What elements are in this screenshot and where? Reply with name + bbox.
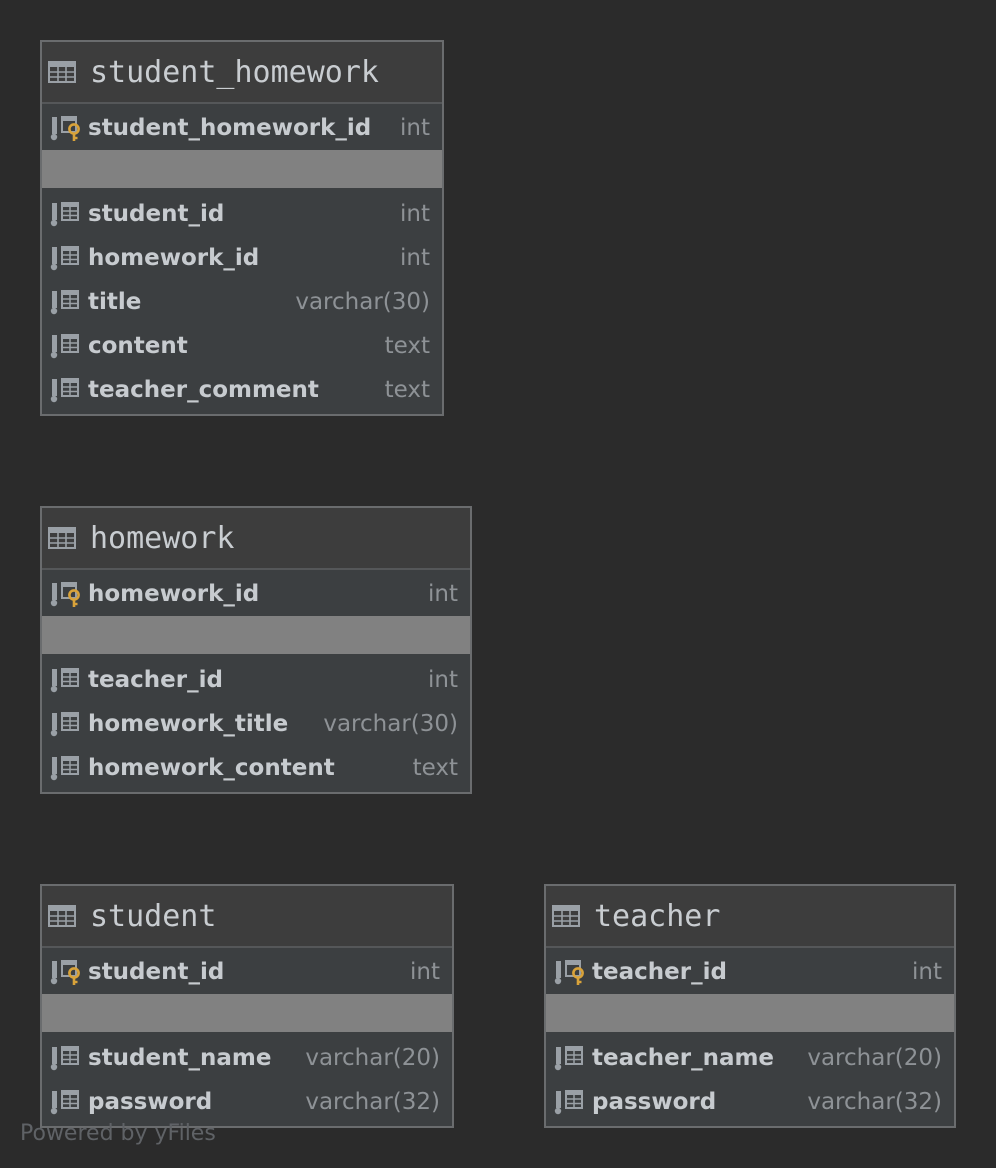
primary-key-row[interactable]: homework_id int [42, 572, 470, 616]
table-icon [48, 527, 76, 549]
column-icon [50, 710, 82, 738]
column-type: int [400, 115, 430, 141]
column-type: varchar(30) [323, 711, 458, 737]
column-name: title [88, 289, 142, 315]
column-name: homework_id [88, 245, 260, 271]
column-icon [50, 288, 82, 316]
column-type: int [400, 201, 430, 227]
primary-key-icon [50, 580, 82, 608]
key-separator [42, 616, 470, 654]
column-name: teacher_comment [88, 377, 319, 403]
primary-key-row[interactable]: student_id int [42, 950, 452, 994]
column-icon [554, 1044, 586, 1072]
table-icon [552, 905, 580, 927]
column-row[interactable]: password varchar(32) [546, 1080, 954, 1124]
column-name: teacher_id [592, 959, 727, 985]
key-separator [42, 994, 452, 1032]
column-row[interactable]: teacher_name varchar(20) [546, 1036, 954, 1080]
table-name: student_homework [90, 54, 379, 90]
column-row[interactable]: password varchar(32) [42, 1080, 452, 1124]
column-name: password [88, 1089, 213, 1115]
table-student[interactable]: student student_id int student_name varc… [40, 884, 454, 1128]
key-separator [546, 994, 954, 1032]
column-icon [50, 754, 82, 782]
column-type: text [384, 377, 430, 403]
column-type: varchar(20) [807, 1045, 942, 1071]
column-type: int [400, 245, 430, 271]
primary-key-icon [50, 958, 82, 986]
column-icon [554, 1088, 586, 1116]
column-name: homework_title [88, 711, 289, 737]
column-type: text [384, 333, 430, 359]
column-name: password [592, 1089, 717, 1115]
table-icon [48, 905, 76, 927]
table-homework[interactable]: homework homework_id int teacher_id int … [40, 506, 472, 794]
column-row[interactable]: homework_id int [42, 236, 442, 280]
column-row[interactable]: title varchar(30) [42, 280, 442, 324]
column-type: text [412, 755, 458, 781]
column-row[interactable]: student_id int [42, 192, 442, 236]
column-icon [50, 1088, 82, 1116]
powered-by-label: Powered by yFiles [20, 1121, 216, 1146]
column-type: varchar(20) [305, 1045, 440, 1071]
table-name: homework [90, 520, 235, 556]
column-row[interactable]: teacher_id int [42, 658, 470, 702]
table-name: student [90, 898, 217, 934]
primary-key-icon [50, 114, 82, 142]
column-type: int [428, 667, 458, 693]
column-icon [50, 332, 82, 360]
table-header[interactable]: teacher [546, 886, 954, 948]
primary-key-icon [554, 958, 586, 986]
column-row[interactable]: content text [42, 324, 442, 368]
column-type: int [428, 581, 458, 607]
column-name: homework_id [88, 581, 260, 607]
table-student-homework[interactable]: student_homework student_homework_id int… [40, 40, 444, 416]
table-name: teacher [594, 898, 721, 934]
table-icon [48, 61, 76, 83]
table-header[interactable]: homework [42, 508, 470, 570]
table-teacher[interactable]: teacher teacher_id int teacher_name varc… [544, 884, 956, 1128]
key-separator [42, 150, 442, 188]
column-type: int [410, 959, 440, 985]
column-name: homework_content [88, 755, 335, 781]
column-row[interactable]: homework_content text [42, 746, 470, 790]
column-name: student_id [88, 959, 225, 985]
primary-key-row[interactable]: teacher_id int [546, 950, 954, 994]
column-type: varchar(32) [807, 1089, 942, 1115]
column-icon [50, 666, 82, 694]
table-header[interactable]: student_homework [42, 42, 442, 104]
column-icon [50, 200, 82, 228]
column-name: content [88, 333, 188, 359]
column-icon [50, 376, 82, 404]
column-type: varchar(30) [295, 289, 430, 315]
column-row[interactable]: teacher_comment text [42, 368, 442, 412]
column-row[interactable]: student_name varchar(20) [42, 1036, 452, 1080]
column-row[interactable]: homework_title varchar(30) [42, 702, 470, 746]
column-icon [50, 244, 82, 272]
column-name: student_id [88, 201, 225, 227]
table-header[interactable]: student [42, 886, 452, 948]
primary-key-row[interactable]: student_homework_id int [42, 106, 442, 150]
column-icon [50, 1044, 82, 1072]
column-name: student_name [88, 1045, 272, 1071]
column-name: teacher_id [88, 667, 223, 693]
column-type: int [912, 959, 942, 985]
column-name: teacher_name [592, 1045, 775, 1071]
column-name: student_homework_id [88, 115, 372, 141]
column-type: varchar(32) [305, 1089, 440, 1115]
